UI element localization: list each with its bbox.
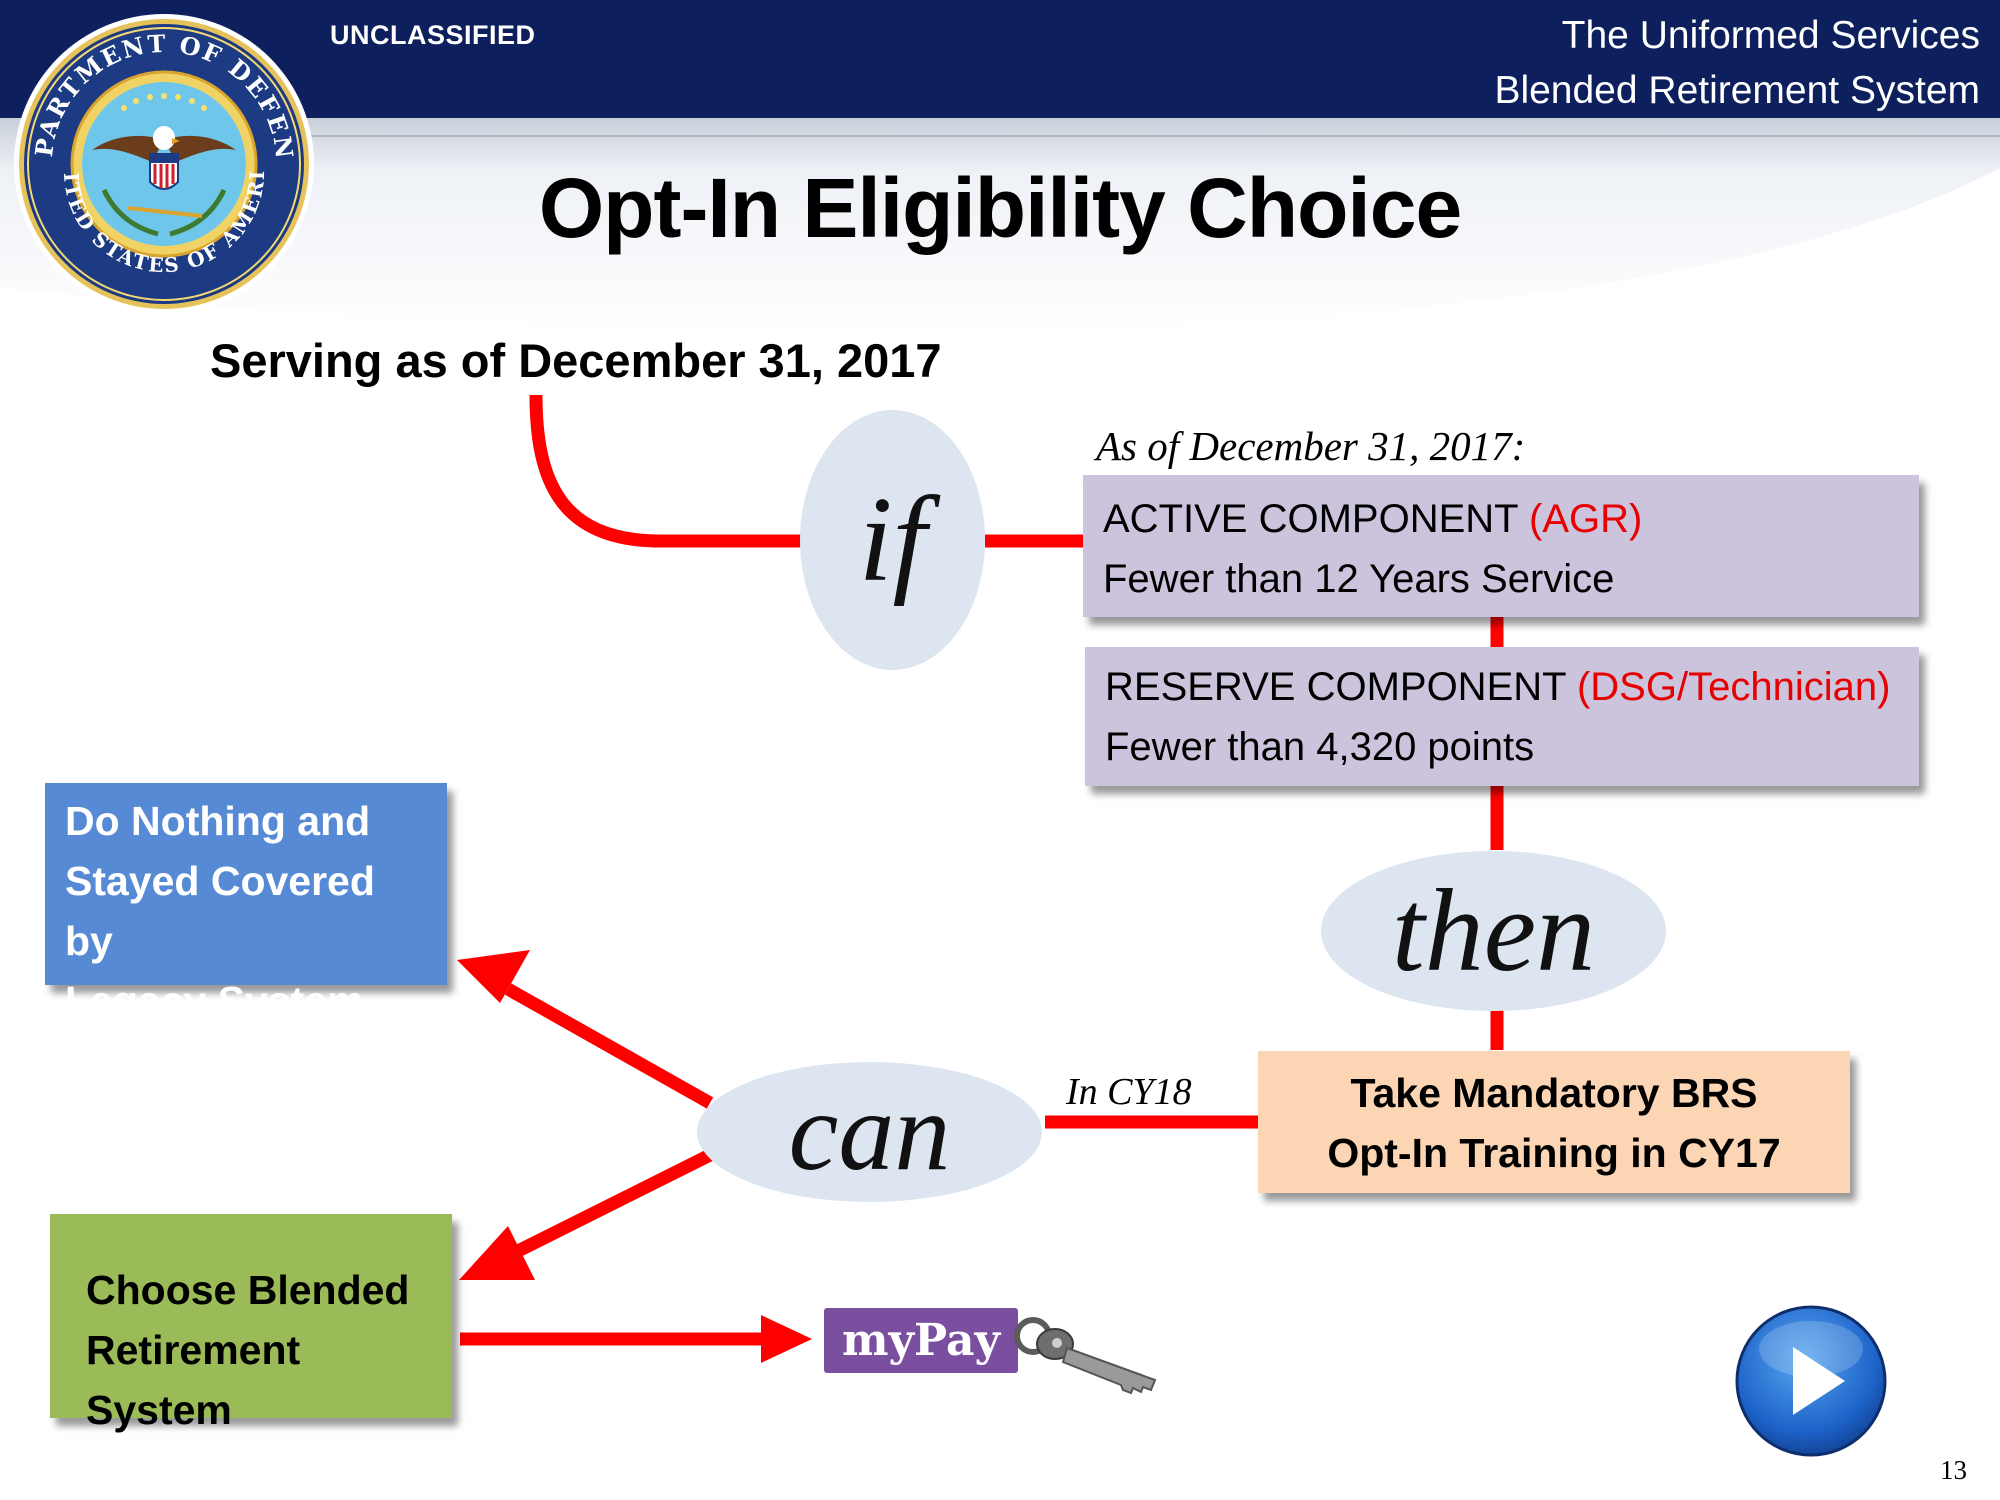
program-name-line2: Blended Retirement System [1494, 69, 1980, 112]
program-name-line1: The Uniformed Services [1561, 14, 1980, 57]
classification-label: UNCLASSIFIED [330, 20, 536, 50]
in-cy18-label: In CY18 [1066, 1071, 1192, 1113]
program-name: The Uniformed Services Blended Retiremen… [1280, 8, 1980, 118]
active-component-qualifier: (AGR) [1529, 497, 1643, 541]
legacy-option-box: Do Nothing and Stayed Covered by Legacy … [45, 783, 447, 1024]
reserve-component-qualifier: (DSG/Technician) [1576, 665, 1891, 709]
reserve-component-label: RESERVE COMPONENT [1105, 665, 1566, 709]
arrowhead-legacy [457, 950, 530, 1003]
legacy-option-line1: Do Nothing and [65, 798, 371, 844]
arrow-can-to-brs [515, 1148, 715, 1257]
page-number: 13 [1940, 1455, 1967, 1485]
dod-seal-logo: DEPARTMENT OF DEFENSE UNITED STATES OF A… [12, 12, 314, 314]
legacy-option-line2: Stayed Covered by [65, 858, 375, 964]
if-keyword: if [858, 472, 927, 607]
serving-subtitle: Serving as of December 31, 2017 [210, 334, 942, 387]
play-button[interactable] [1733, 1303, 1889, 1459]
active-component-box: ACTIVE COMPONENT (AGR) Fewer than 12 Yea… [1083, 475, 1919, 617]
header-bar [0, 0, 2000, 118]
training-line1: Take Mandatory BRS [1350, 1070, 1758, 1116]
arrow-can-to-legacy [504, 983, 714, 1109]
key-icon [1014, 1317, 1157, 1395]
reserve-component-detail: Fewer than 4,320 points [1105, 725, 1535, 769]
arrowhead-mypay [761, 1315, 812, 1363]
legacy-option-line3: Legacy System [65, 978, 364, 1024]
connector-subtitle-to-if [529, 394, 805, 548]
training-line2: Opt-In Training in CY17 [1327, 1130, 1781, 1176]
arrowhead-brs [459, 1226, 535, 1280]
brs-option-line1: Choose Blended [86, 1267, 410, 1313]
can-keyword: can [788, 1069, 951, 1194]
brs-option-line2: Retirement System [86, 1327, 301, 1433]
if-oval: if [800, 410, 985, 670]
then-keyword: then [1391, 865, 1596, 996]
slide-title: Opt-In Eligibility Choice [538, 161, 1462, 255]
active-component-detail: Fewer than 12 Years Service [1103, 557, 1615, 601]
can-oval: can [697, 1062, 1042, 1202]
active-component-label: ACTIVE COMPONENT [1103, 497, 1518, 541]
reserve-component-box: RESERVE COMPONENT (DSG/Technician) Fewer… [1085, 647, 1919, 786]
header-swoosh [0, 118, 2000, 333]
training-box: Take Mandatory BRS Opt-In Training in CY… [1258, 1051, 1850, 1193]
as-of-label: As of December 31, 2017: [1096, 423, 1526, 469]
then-oval: then [1321, 851, 1666, 1011]
mypay-label: myPay [841, 1315, 1001, 1366]
brs-option-box: Choose Blended Retirement System [50, 1214, 452, 1433]
play-icon [1793, 1347, 1845, 1415]
mypay-logo: myPay [824, 1308, 1018, 1373]
